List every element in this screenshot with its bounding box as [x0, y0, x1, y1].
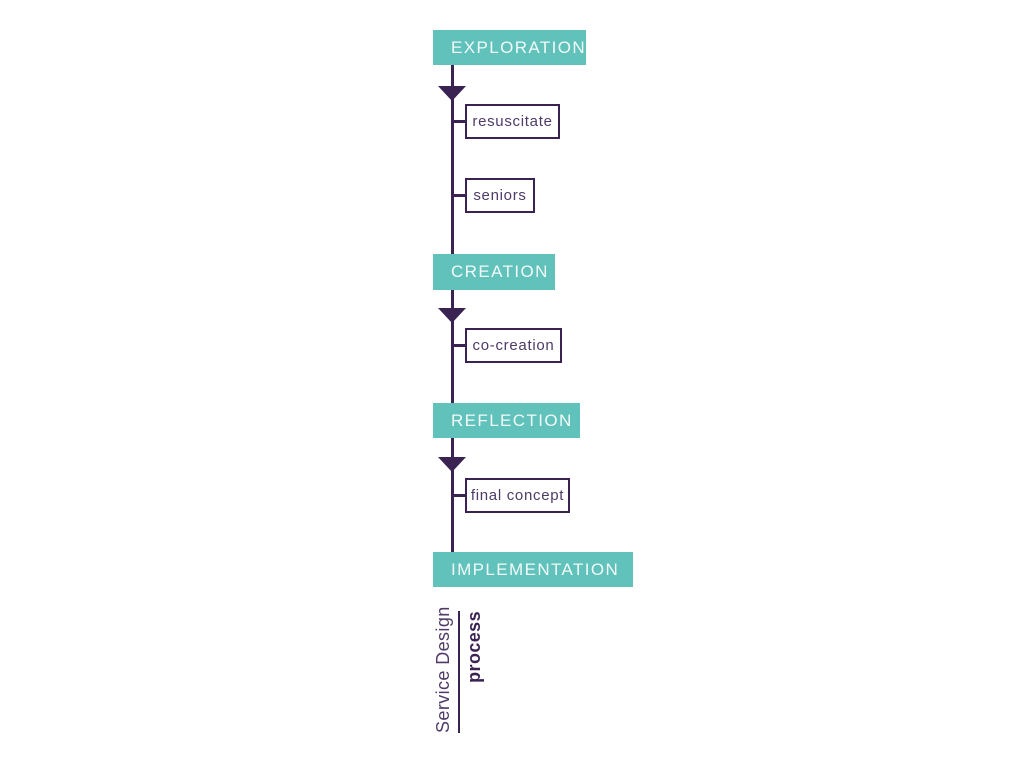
arrow-down-icon — [438, 308, 466, 323]
arrow-down-icon — [438, 457, 466, 472]
connector-tick — [451, 194, 466, 197]
activity-box-co-creation: co-creation — [465, 328, 562, 363]
stage-banner-creation: CREATION — [433, 254, 555, 290]
arrow-down-icon — [438, 86, 466, 101]
activity-box-final-concept: final concept — [465, 478, 570, 513]
activity-box-resuscitate: resuscitate — [465, 104, 560, 139]
stage-banner-exploration: EXPLORATION — [433, 30, 586, 65]
connector-tick — [451, 344, 466, 347]
connector-tick — [451, 120, 466, 123]
connector-tick — [451, 494, 466, 497]
caption-service-design: Service Design — [433, 606, 453, 733]
stage-banner-reflection: REFLECTION — [433, 403, 580, 438]
caption-process: process — [464, 611, 484, 683]
activity-box-seniors: seniors — [465, 178, 535, 213]
stage-banner-implementation: IMPLEMENTATION — [433, 552, 633, 587]
vertical-caption: Service Design process — [433, 606, 485, 733]
